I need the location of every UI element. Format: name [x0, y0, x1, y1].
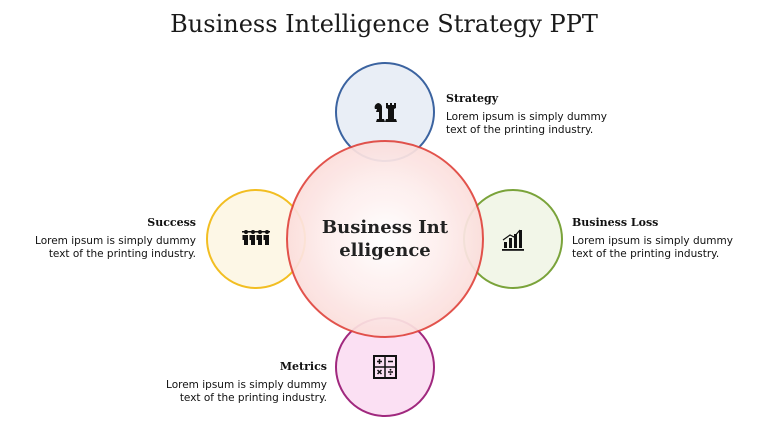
business-loss-text: Lorem ipsum is simply dummy text of the … — [572, 234, 733, 261]
center-label: Business Intelligence — [321, 217, 449, 261]
metrics-label: Metrics Lorem ipsum is simply dummy text… — [157, 360, 327, 406]
success-label: Success Lorem ipsum is simply dummy text… — [26, 216, 196, 262]
bar-chart-icon — [502, 229, 524, 251]
success-text: Lorem ipsum is simply dummy text of the … — [35, 234, 196, 261]
strategy-text: Lorem ipsum is simply dummy text of the … — [446, 110, 607, 137]
center-circle: Business Intelligence — [286, 140, 484, 338]
metrics-text: Lorem ipsum is simply dummy text of the … — [166, 378, 327, 405]
strategy-label: Strategy Lorem ipsum is simply dummy tex… — [446, 92, 616, 138]
success-heading: Success — [147, 216, 196, 229]
chess-icon — [374, 103, 397, 122]
slide-title: Business Intelligence Strategy PPT — [170, 10, 598, 38]
business-loss-label: Business Loss Lorem ipsum is simply dumm… — [572, 216, 742, 262]
strategy-heading: Strategy — [446, 92, 499, 105]
calculator-icon — [373, 355, 397, 379]
business-loss-heading: Business Loss — [572, 216, 659, 229]
team-icon — [242, 230, 270, 245]
metrics-heading: Metrics — [279, 360, 327, 373]
